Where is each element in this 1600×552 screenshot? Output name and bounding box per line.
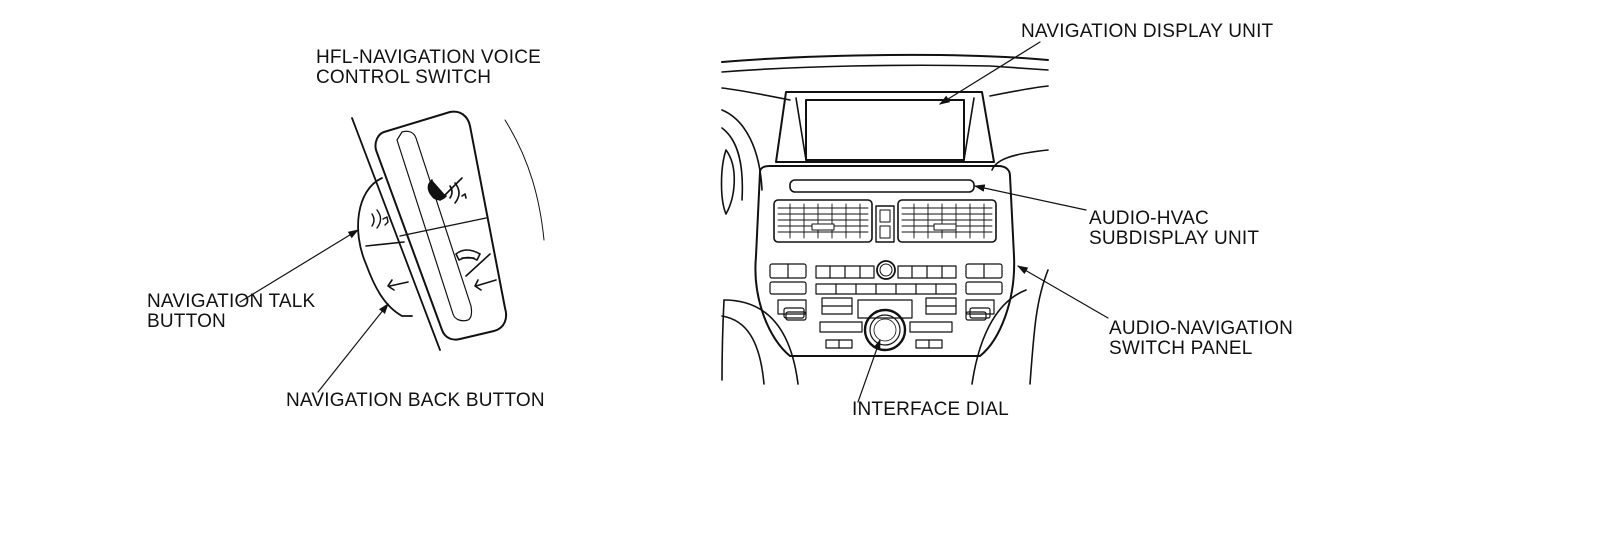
back-button-leader (317, 303, 389, 393)
mid-button-row (777, 297, 995, 321)
leader-lines (239, 41, 1109, 403)
right-vent-tab (933, 223, 957, 231)
display-hood-inner-left (795, 97, 807, 161)
display-screen (805, 99, 965, 161)
right-air-vent (897, 199, 997, 243)
left-vent-outline (720, 149, 736, 215)
talk-button-leader (239, 229, 359, 303)
dash-left-curve (721, 87, 791, 101)
interface-dial-center (873, 318, 897, 342)
console-body (754, 165, 1016, 357)
dash-right-curve (989, 85, 1049, 97)
display-unit-label-line1: NAVIGATION DISPLAY UNIT (1021, 21, 1274, 42)
hazard-switch-icon (879, 209, 891, 239)
talk-back-divider (365, 241, 405, 247)
switch-panel-groove (396, 130, 473, 322)
left-side-curve (721, 109, 763, 191)
phone-back-icon (455, 249, 497, 291)
voice-switch-label: HFL-NAVIGATION VOICE CONTROL SWITCH (316, 48, 541, 88)
voice-switch-label-line1: HFL-NAVIGATION VOICE (316, 47, 541, 68)
left-edge (721, 299, 725, 381)
display-hood-inner-right (963, 97, 975, 161)
subdisplay-unit-label-line1: AUDIO-HVAC (1089, 208, 1209, 229)
left-side-curve-2 (721, 127, 744, 201)
switch-panel-leader (1017, 265, 1109, 319)
phone-talk-icon (427, 177, 467, 204)
dash-top-line (721, 53, 1049, 63)
talk-icon-left (371, 209, 389, 229)
wheel-rim-edge (504, 119, 545, 241)
left-air-vent (773, 199, 873, 243)
switch-panel-outline (374, 110, 508, 341)
switch-panel-label-line2: SWITCH PANEL (1109, 338, 1253, 359)
right-side-curve (991, 149, 1049, 171)
vent-louvers (777, 203, 993, 239)
button-housing-outline (357, 177, 413, 317)
subdisplay-unit-label-line2: SUBDISPLAY UNIT (1089, 228, 1260, 249)
switch-panel-label: AUDIO-NAVIGATION SWITCH PANEL (1109, 319, 1293, 359)
interface-dial-knob (869, 314, 901, 346)
voice-switch-label-line2: CONTROL SWITCH (316, 67, 492, 88)
talk-button-label: NAVIGATION TALK BUTTON (147, 292, 315, 332)
interface-dial-leader (857, 338, 881, 403)
wheel-spoke-edge (351, 117, 441, 351)
back-button-label-line1: NAVIGATION BACK BUTTON (286, 390, 545, 411)
interface-dial-ring (863, 308, 907, 352)
display-hood (775, 91, 995, 163)
right-knee-curve-2 (971, 289, 1027, 385)
talk-button-label-line1: NAVIGATION TALK (147, 291, 316, 312)
switch-panel-label-line1: AUDIO-NAVIGATION (1109, 318, 1294, 339)
right-knee-curve (1029, 269, 1049, 385)
subdisplay-unit-label: AUDIO-HVAC SUBDISPLAY UNIT (1089, 209, 1259, 249)
left-vent-tab (811, 223, 835, 231)
lower-button-row (819, 321, 953, 349)
power-volume-knob-inner (879, 263, 893, 277)
center-console-illustration (720, 53, 1049, 385)
left-knee-curve-2 (721, 315, 765, 385)
display-unit-label: NAVIGATION DISPLAY UNIT (1021, 22, 1273, 42)
interface-dial-label-line1: INTERFACE DIAL (852, 399, 1009, 420)
back-icon-left (387, 279, 409, 291)
back-button-label: NAVIGATION BACK BUTTON (286, 391, 545, 411)
voice-control-switch-illustration (351, 110, 545, 351)
audio-button-rows (769, 263, 1003, 295)
subdisplay-unit-leader (973, 184, 1087, 211)
power-volume-knob (876, 260, 896, 280)
dash-top-line-2 (721, 64, 1049, 73)
hazard-switch-housing (875, 205, 895, 243)
interface-dial-label: INTERFACE DIAL (852, 400, 1009, 420)
display-unit-leader (939, 41, 1041, 105)
switch-panel-divider (399, 217, 487, 237)
talk-button-label-line2: BUTTON (147, 311, 226, 332)
left-knee-curve (723, 299, 799, 385)
subdisplay-strip (789, 179, 975, 193)
